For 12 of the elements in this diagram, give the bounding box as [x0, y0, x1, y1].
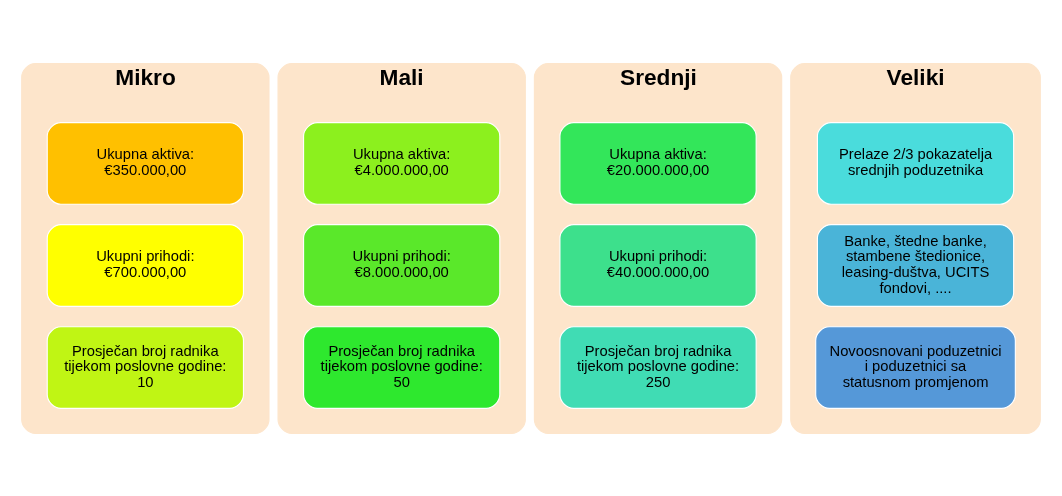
node-box: Prosječan broj radnika tijekom poslovne godine: 50 [303, 325, 501, 409]
node-box: Prosječan broj radnika tijekom poslovne godine: 250 [559, 325, 757, 409]
node-box: Banke, štedne banke, stambene štedionice, leasing-duštva, UCITS fondovi, .... [816, 223, 1015, 307]
node-box: Ukupna aktiva: €350.000,00 [46, 121, 245, 205]
node-box: Ukupni prihodi: €700.000,00 [46, 223, 245, 307]
node-box: Ukupna aktiva: €4.000.000,00 [303, 121, 501, 205]
node-box: Ukupni prihodi: €40.000.000,00 [559, 223, 757, 307]
node-box: Ukupni prihodi: €8.000.000,00 [303, 223, 501, 307]
node-box: Prosječan broj radnika tijekom poslovne godine: 10 [46, 325, 245, 409]
node-box: Prelaze 2/3 pokazatelja srednjih poduzetnika [816, 121, 1015, 205]
node-box: Novoosnovani poduzetnici i poduzetnici sa statusnom promjenom [815, 325, 1016, 409]
node-box: Ukupna aktiva: €20.000.000,00 [559, 121, 757, 205]
